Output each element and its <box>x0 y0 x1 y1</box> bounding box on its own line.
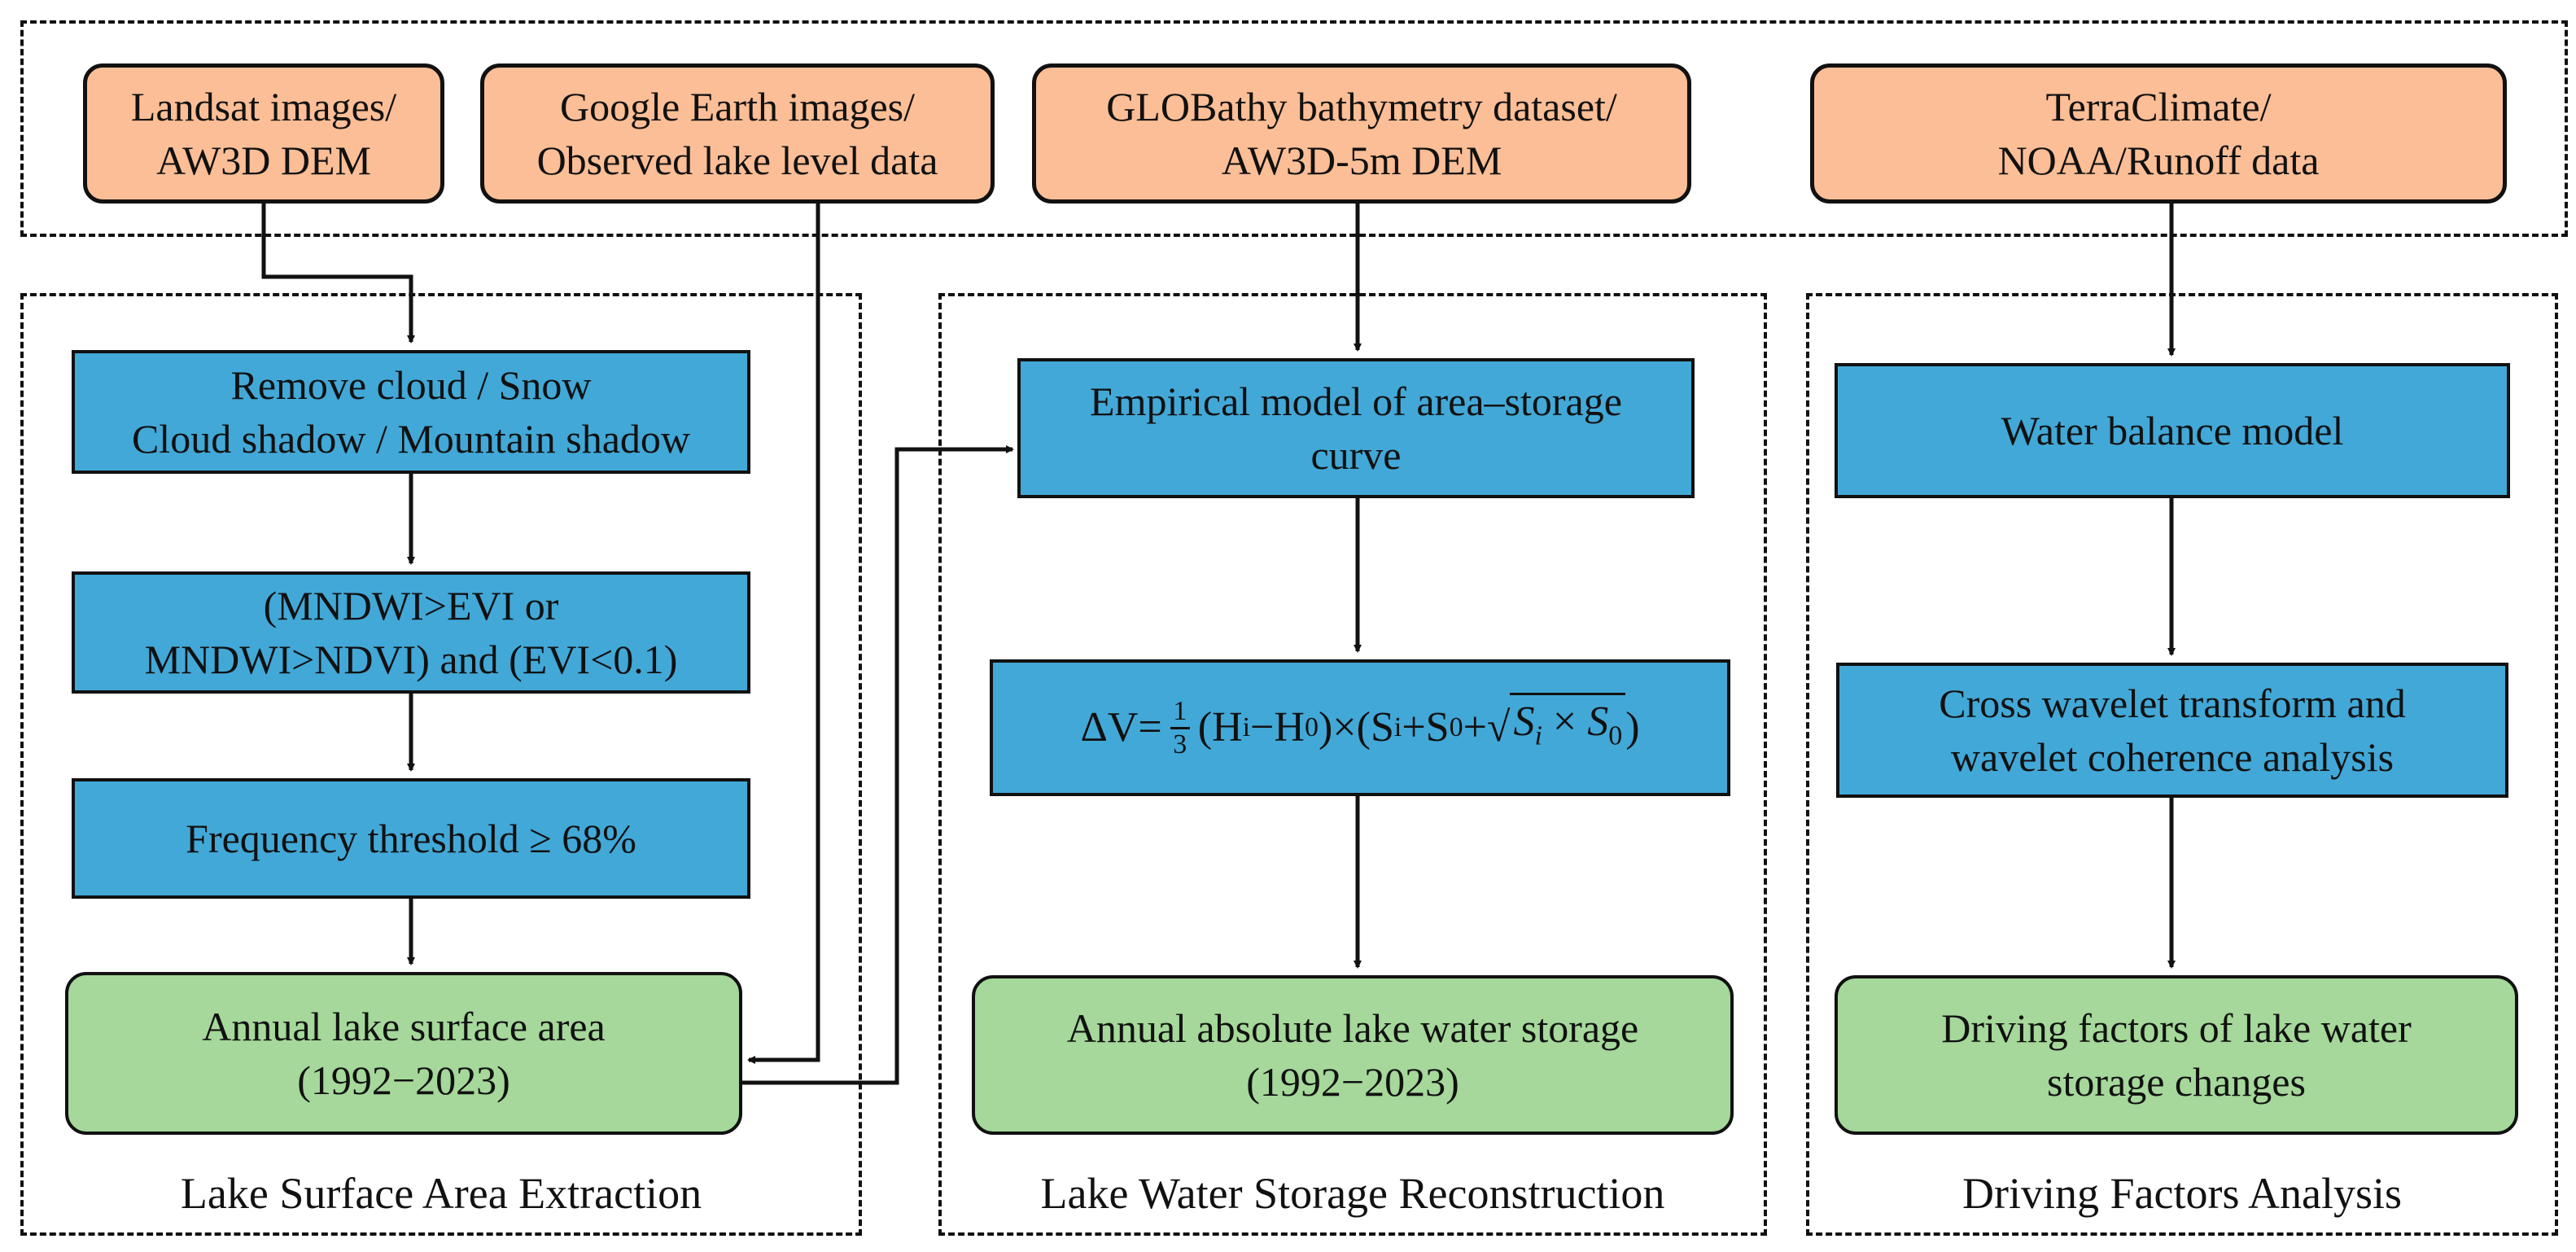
formula-h-open: (H <box>1197 704 1243 751</box>
source-google-line1: Google Earth images/ <box>560 84 915 129</box>
step-mndwi-line2: MNDWI>NDVI) and (EVI<0.1) <box>144 637 678 682</box>
result-lake-surface-area: Annual lake surface area (1992−2023) <box>65 972 742 1135</box>
source-google-line2: Observed lake level data <box>536 138 938 183</box>
source-terra-line2: NOAA/Runoff data <box>1997 138 2320 183</box>
source-landsat: Landsat images/ AW3D DEM <box>83 63 444 204</box>
panel-lake-surface-area <box>20 293 862 1236</box>
formula-close: ) <box>1625 704 1640 751</box>
panel-lake-water-storage <box>938 293 1767 1236</box>
formula-numerator: 1 <box>1173 695 1187 726</box>
formula-fraction: 1 3 <box>1170 695 1190 760</box>
step-remove-cloud-line1: Remove cloud / Snow <box>230 362 592 408</box>
arrow-area-to-empirical <box>742 445 1014 1085</box>
step-mndwi-line1: (MNDWI>EVI or <box>263 583 559 628</box>
source-terra-line1: TerraClimate/ <box>2045 84 2272 129</box>
caption-driving-factors: Driving Factors Analysis <box>1962 1169 2402 1218</box>
panel-driving-factors <box>1806 293 2558 1236</box>
arrow-landsat-to-cloud <box>261 204 415 344</box>
formula-plus1: +S <box>1402 704 1450 751</box>
source-terraclimate: TerraClimate/ NOAA/Runoff data <box>1810 63 2507 204</box>
formula-h-sub-0: 0 <box>1304 712 1319 742</box>
formula-lhs: ΔV= <box>1080 704 1162 751</box>
formula-rad-s: S <box>1513 698 1535 745</box>
arrow-google-to-area <box>747 204 820 1064</box>
result-storage-line2: (1992−2023) <box>1246 1059 1459 1105</box>
step-wavelet-line1: Cross wavelet transform and <box>1939 681 2406 726</box>
formula-denominator: 3 <box>1173 729 1187 760</box>
step-frequency-label: Frequency threshold ≥ 68% <box>186 816 636 861</box>
result-driving-line2: storage changes <box>2047 1059 2306 1105</box>
step-wavelet-line2: wavelet coherence analysis <box>1950 734 2394 780</box>
source-google-earth: Google Earth images/ Observed lake level… <box>480 63 995 204</box>
step-frequency-threshold: Frequency threshold ≥ 68% <box>72 778 750 899</box>
sources-panel <box>20 20 2568 237</box>
formula-rad-sub-i: i <box>1534 720 1542 751</box>
source-globathy-line1: GLOBathy bathymetry dataset/ <box>1106 84 1617 129</box>
step-cross-wavelet: Cross wavelet transform and wavelet cohe… <box>1836 663 2508 798</box>
step-empirical-model: Empirical model of area–storage curve <box>1017 358 1695 498</box>
formula-rad-s2: S <box>1587 698 1609 745</box>
source-globathy: GLOBathy bathymetry dataset/ AW3D-5m DEM <box>1032 63 1691 204</box>
result-area-line2: (1992−2023) <box>297 1057 510 1103</box>
step-water-balance: Water balance model <box>1835 363 2510 498</box>
step-remove-cloud-line2: Cloud shadow / Mountain shadow <box>131 416 691 462</box>
formula-fraction-bar <box>1170 726 1190 729</box>
result-driving-line1: Driving factors of lake water <box>1941 1005 2412 1051</box>
caption-lake-water-storage: Lake Water Storage Reconstruction <box>1040 1169 1665 1218</box>
result-driving-factors: Driving factors of lake water storage ch… <box>1835 975 2518 1135</box>
formula-h-sub-i: i <box>1242 712 1251 742</box>
source-globathy-line2: AW3D-5m DEM <box>1221 138 1502 183</box>
formula-radicand: Si × S0 <box>1510 692 1626 763</box>
result-area-line1: Annual lake surface area <box>202 1004 606 1049</box>
step-water-balance-label: Water balance model <box>2001 408 2344 453</box>
formula-rad-times: × <box>1542 698 1588 745</box>
source-landsat-line2: AW3D DEM <box>155 138 371 183</box>
step-mndwi-rule: (MNDWI>EVI or MNDWI>NDVI) and (EVI<0.1) <box>72 571 750 694</box>
step-remove-cloud: Remove cloud / Snow Cloud shadow / Mount… <box>72 350 750 474</box>
formula-rad-sub-0: 0 <box>1608 720 1623 751</box>
formula-plus2: + <box>1463 704 1487 751</box>
formula-sqrt-sign: √ <box>1486 704 1511 751</box>
caption-lake-surface-area: Lake Surface Area Extraction <box>180 1169 702 1218</box>
step-empirical-line1: Empirical model of area–storage <box>1090 379 1622 424</box>
formula-minus: −H <box>1250 704 1305 751</box>
result-lake-water-storage: Annual absolute lake water storage (1992… <box>972 975 1734 1135</box>
formula-s-sub-i: i <box>1393 712 1402 742</box>
formula-s-sub-0: 0 <box>1449 712 1463 742</box>
step-empirical-line2: curve <box>1310 432 1402 478</box>
source-landsat-line1: Landsat images/ <box>130 84 397 129</box>
formula-times: )×(S <box>1318 704 1394 751</box>
result-storage-line1: Annual absolute lake water storage <box>1066 1005 1639 1051</box>
